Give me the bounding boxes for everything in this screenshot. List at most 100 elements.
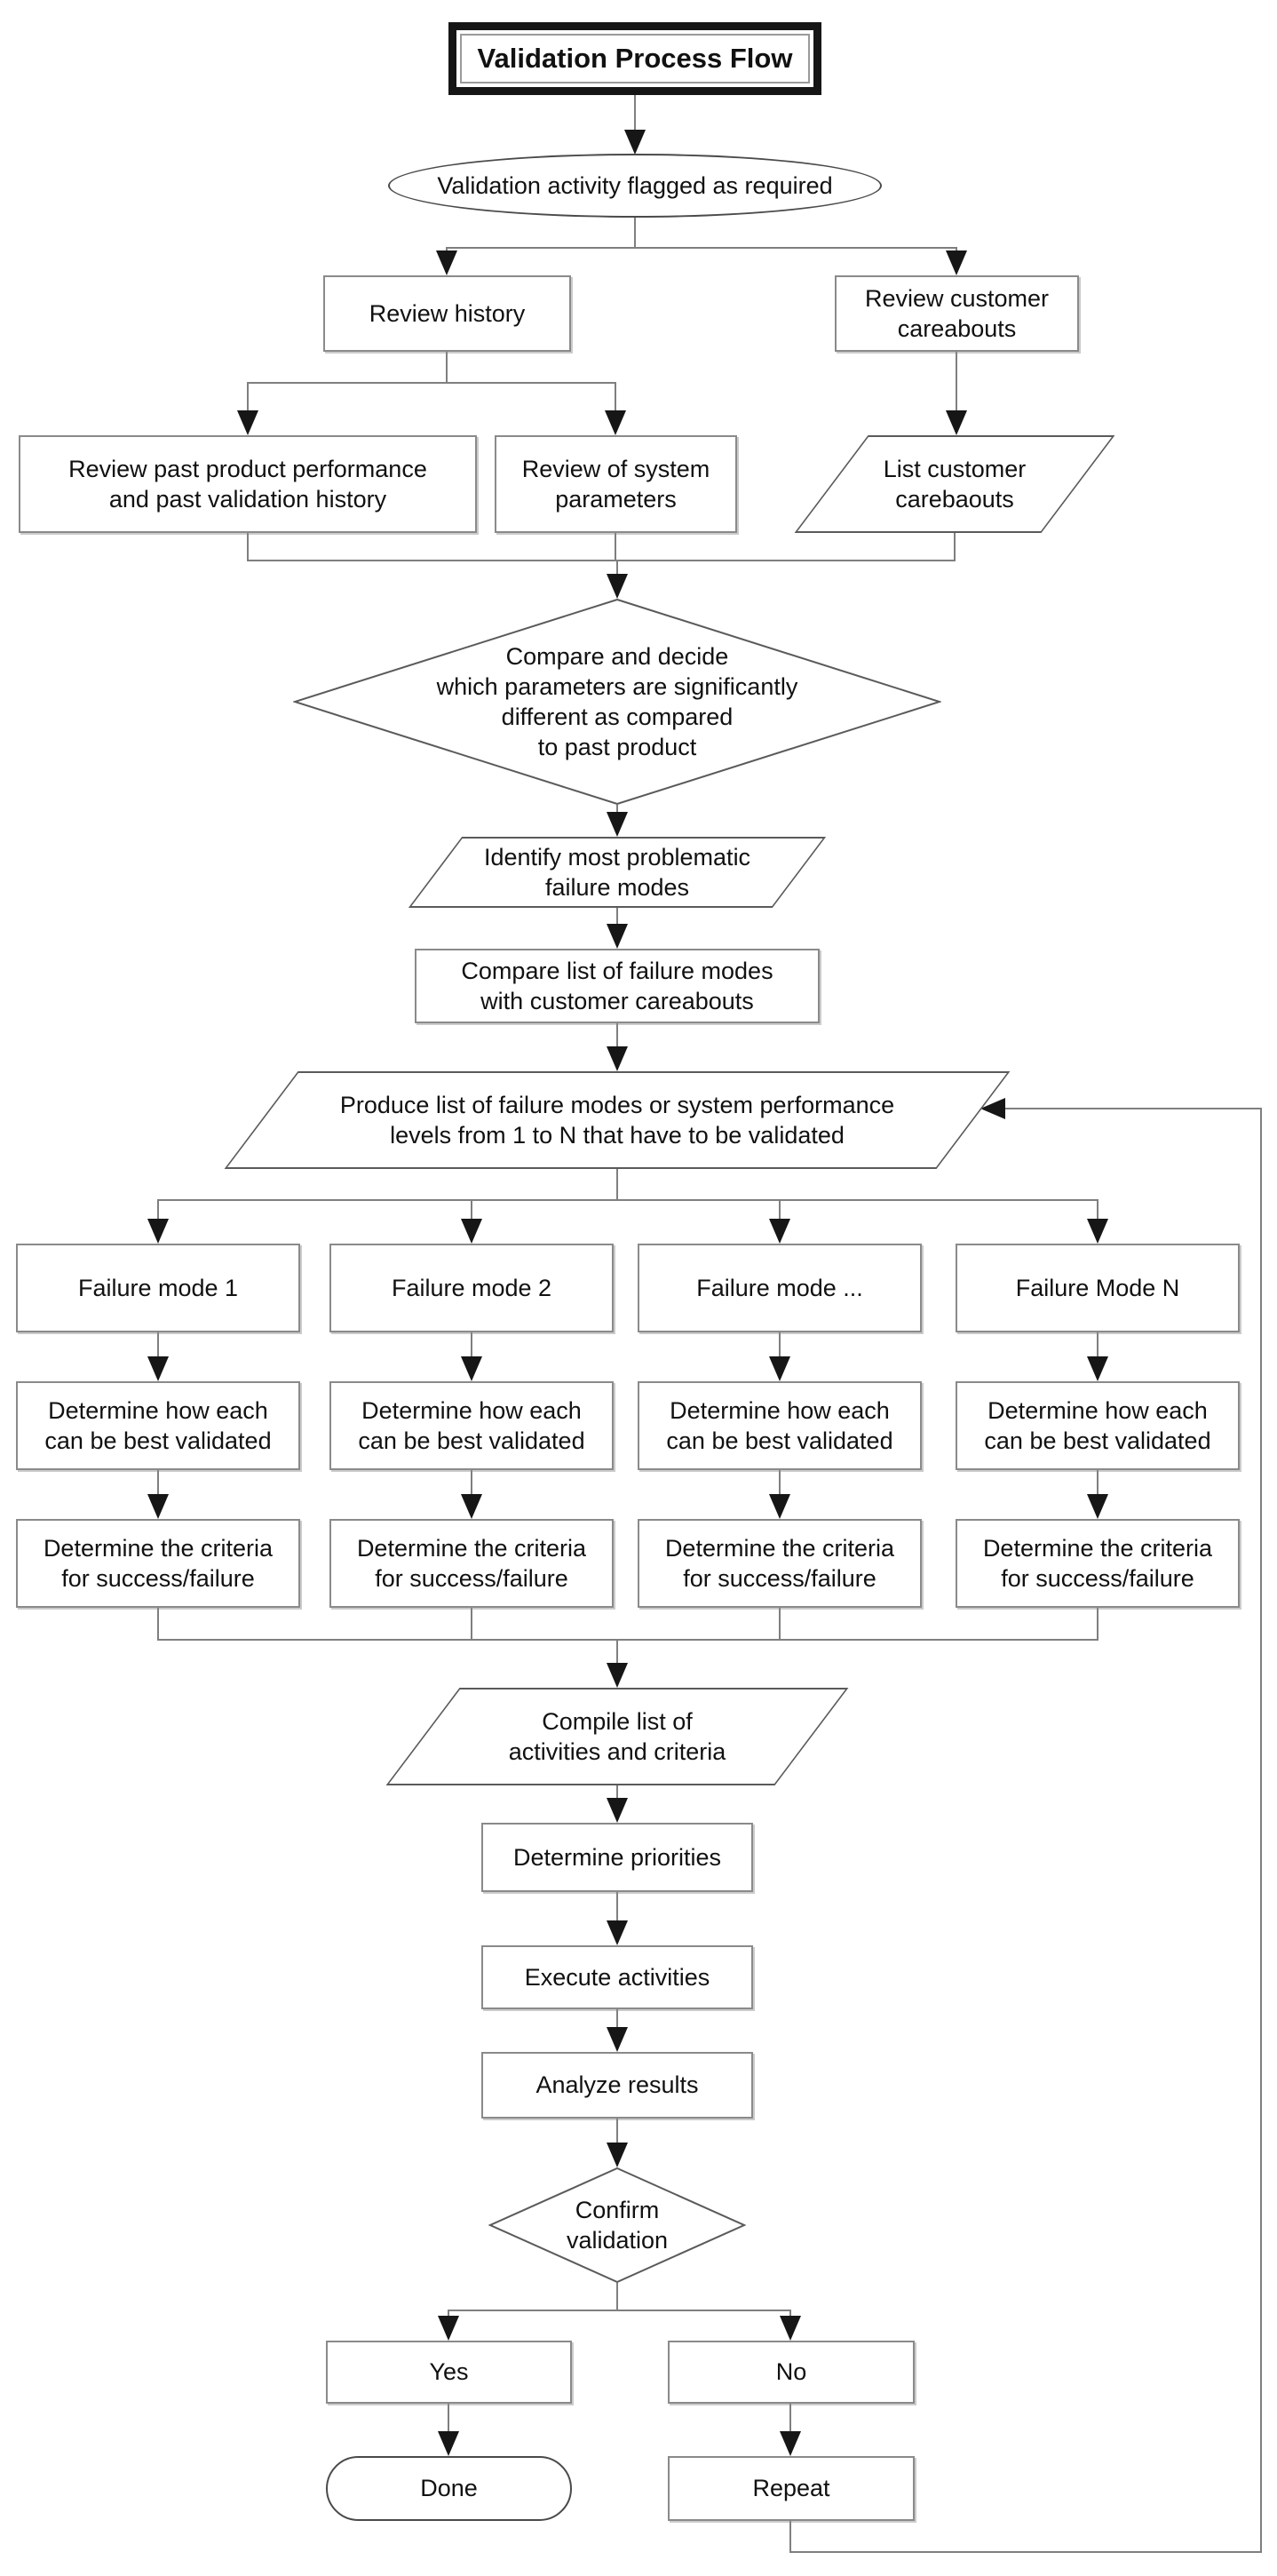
process-determine-how-1-label: Determine how each can be best validated bbox=[44, 1396, 272, 1454]
feedback-line bbox=[1005, 1108, 1262, 1109]
feedback-line bbox=[789, 2551, 1262, 2553]
connector-line bbox=[616, 1169, 618, 1199]
process-execute-activities: Execute activities bbox=[481, 1945, 753, 2009]
process-review-history-label: Review history bbox=[369, 299, 526, 327]
arrowhead-down-icon bbox=[607, 2027, 628, 2052]
process-review-system-parameters: Review of system parameters bbox=[495, 435, 737, 533]
io-produce-list: Produce list of failure modes or system … bbox=[224, 1071, 1011, 1169]
connector-line bbox=[779, 1470, 781, 1494]
arrowhead-down-icon bbox=[769, 1219, 790, 1244]
arrowhead-down-icon bbox=[436, 250, 457, 275]
arrowhead-down-icon bbox=[769, 1356, 790, 1381]
process-compare-failure-modes-label: Compare list of failure modes with custo… bbox=[461, 957, 773, 1014]
arrowhead-down-icon bbox=[946, 410, 967, 435]
process-determine-criteria-2: Determine the criteria for success/failu… bbox=[329, 1519, 614, 1608]
process-compare-failure-modes: Compare list of failure modes with custo… bbox=[415, 949, 820, 1023]
arrowhead-down-icon bbox=[605, 410, 626, 435]
connector-line bbox=[615, 533, 616, 561]
connector-line bbox=[471, 1199, 472, 1219]
process-determine-priorities-label: Determine priorities bbox=[512, 1843, 722, 1871]
process-determine-criteria-1-label: Determine the criteria for success/failu… bbox=[43, 1534, 274, 1592]
process-determine-criteria-1: Determine the criteria for success/failu… bbox=[16, 1519, 300, 1608]
connector-line bbox=[956, 352, 957, 412]
process-repeat: Repeat bbox=[668, 2456, 915, 2521]
arrowhead-down-icon bbox=[1087, 1219, 1108, 1244]
connector-line bbox=[616, 2009, 618, 2027]
arrowhead-down-icon bbox=[237, 410, 258, 435]
terminator-flagged: Validation activity flagged as required bbox=[388, 154, 882, 218]
io-identify-failure-modes-label: Identify most problematic failure modes bbox=[483, 843, 751, 901]
arrowhead-down-icon bbox=[461, 1356, 482, 1381]
process-determine-how-1: Determine how each can be best validated bbox=[16, 1381, 300, 1470]
arrowhead-down-icon bbox=[780, 2316, 801, 2341]
process-review-history: Review history bbox=[323, 275, 571, 352]
process-determine-how-n: Determine how each can be best validated bbox=[956, 1381, 1240, 1470]
connector-line bbox=[448, 2310, 790, 2311]
connector-line bbox=[616, 805, 618, 812]
arrowhead-down-icon bbox=[147, 1494, 169, 1519]
arrowhead-down-icon bbox=[607, 1798, 628, 1823]
process-determine-criteria-n: Determine the criteria for success/failu… bbox=[956, 1519, 1240, 1608]
connector-line bbox=[157, 1639, 1099, 1641]
io-list-customer-carebaouts-label: List customer carebaouts bbox=[883, 455, 1027, 513]
arrowhead-down-icon bbox=[769, 1494, 790, 1519]
process-determine-how-etc: Determine how each can be best validated bbox=[638, 1381, 922, 1470]
connector-line bbox=[1097, 1470, 1099, 1494]
connector-line bbox=[247, 382, 616, 384]
arrowhead-down-icon bbox=[147, 1356, 169, 1381]
terminator-done: Done bbox=[326, 2456, 572, 2521]
process-failure-mode-etc: Failure mode ... bbox=[638, 1244, 922, 1332]
process-determine-criteria-n-label: Determine the criteria for success/failu… bbox=[982, 1534, 1213, 1592]
connector-line bbox=[247, 382, 249, 412]
connector-line bbox=[616, 1785, 618, 1798]
connector-line bbox=[616, 2283, 618, 2311]
process-repeat-label: Repeat bbox=[752, 2475, 830, 2502]
process-analyze-results: Analyze results bbox=[481, 2052, 753, 2119]
connector-line bbox=[634, 218, 636, 247]
process-execute-activities-label: Execute activities bbox=[524, 1963, 710, 1991]
process-analyze-results-label: Analyze results bbox=[535, 2071, 699, 2099]
arrowhead-down-icon bbox=[438, 2316, 459, 2341]
process-yes-label: Yes bbox=[429, 2358, 469, 2386]
connector-line bbox=[789, 2310, 791, 2316]
connector-line bbox=[616, 1892, 618, 1920]
process-no-label: No bbox=[775, 2358, 807, 2386]
io-compile-list-label: Compile list of activities and criteria bbox=[508, 1707, 726, 1765]
arrowhead-down-icon bbox=[438, 2431, 459, 2456]
connector-line bbox=[954, 533, 956, 561]
process-failure-mode-1: Failure mode 1 bbox=[16, 1244, 300, 1332]
arrowhead-down-icon bbox=[1087, 1494, 1108, 1519]
connector-line bbox=[471, 1608, 472, 1641]
connector-line bbox=[157, 1470, 159, 1494]
connector-line bbox=[247, 533, 249, 561]
decision-confirm-label: Confirm validation bbox=[566, 2196, 669, 2254]
connector-line bbox=[1097, 1608, 1099, 1641]
connector-line bbox=[247, 560, 956, 561]
connector-line bbox=[157, 1332, 159, 1356]
connector-line bbox=[1097, 1332, 1099, 1356]
connector-line bbox=[448, 2404, 449, 2431]
decision-compare-label: Compare and decide which parameters are … bbox=[436, 642, 798, 761]
decision-compare-shape bbox=[293, 599, 941, 805]
process-determine-criteria-2-label: Determine the criteria for success/failu… bbox=[356, 1534, 587, 1592]
process-determine-priorities: Determine priorities bbox=[481, 1823, 753, 1892]
connector-line bbox=[447, 247, 956, 249]
arrowhead-down-icon bbox=[607, 924, 628, 949]
arrowhead-down-icon bbox=[1087, 1356, 1108, 1381]
connector-line bbox=[956, 247, 957, 252]
connector-line bbox=[471, 1332, 472, 1356]
connector-line bbox=[779, 1199, 781, 1219]
diagram-title-box: Validation Process Flow bbox=[448, 22, 821, 95]
process-review-system-parameters-label: Review of system parameters bbox=[521, 455, 710, 513]
io-compile-list: Compile list of activities and criteria bbox=[385, 1688, 849, 1785]
connector-line bbox=[448, 2310, 449, 2316]
arrowhead-down-icon bbox=[780, 2431, 801, 2456]
process-failure-mode-n-label: Failure Mode N bbox=[1015, 1274, 1180, 1301]
process-determine-criteria-etc: Determine the criteria for success/failu… bbox=[638, 1519, 922, 1608]
decision-confirm-shape bbox=[488, 2167, 746, 2283]
connector-line bbox=[1097, 1199, 1099, 1219]
connector-line bbox=[779, 1332, 781, 1356]
process-failure-mode-2: Failure mode 2 bbox=[329, 1244, 614, 1332]
process-determine-how-2-label: Determine how each can be best validated bbox=[358, 1396, 585, 1454]
process-determine-how-etc-label: Determine how each can be best validated bbox=[666, 1396, 893, 1454]
